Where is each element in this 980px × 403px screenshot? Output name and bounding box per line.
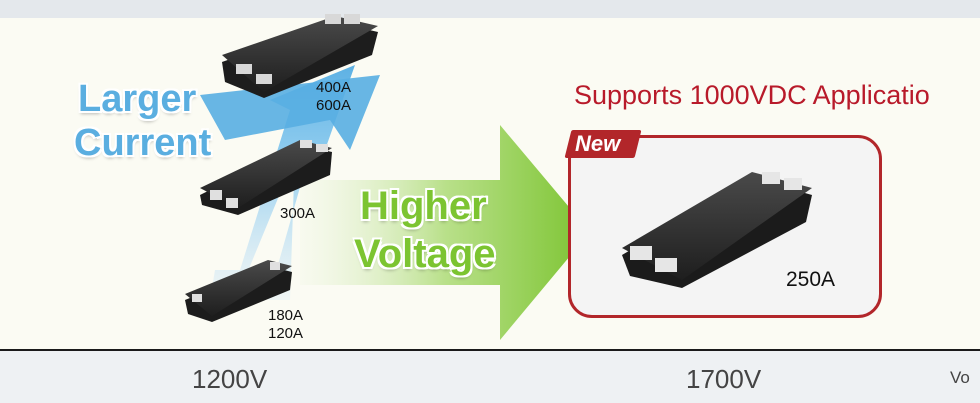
current-label: Current (74, 122, 212, 164)
rating-250a: 250A (786, 268, 836, 291)
rating-180a: 180A (268, 307, 304, 324)
rating-600a: 600A (316, 97, 352, 114)
module-400-600a (222, 14, 378, 98)
tick-1700v: 1700V (686, 364, 762, 394)
module-180-120a (185, 260, 292, 322)
larger-label: Larger (78, 78, 197, 120)
rating-120a: 120A (268, 325, 304, 342)
tick-1200v: 1200V (192, 364, 268, 394)
voltage-label: Voltage (354, 232, 496, 276)
higher-label: Higher (360, 184, 487, 228)
module-300a (200, 140, 332, 215)
top-band (0, 0, 980, 18)
voltage-arrow (300, 125, 590, 340)
rating-400a: 400A (316, 79, 352, 96)
axis-band (0, 351, 980, 403)
module-250a-new-drawing (622, 172, 812, 288)
voltage-axis-line (0, 349, 980, 351)
new-badge-label: New (575, 131, 621, 156)
rating-300a: 300A (280, 205, 316, 222)
axis-unit-label: Vo (950, 368, 970, 387)
supports-1000vdc-note: Supports 1000VDC Applicatio (574, 80, 930, 110)
